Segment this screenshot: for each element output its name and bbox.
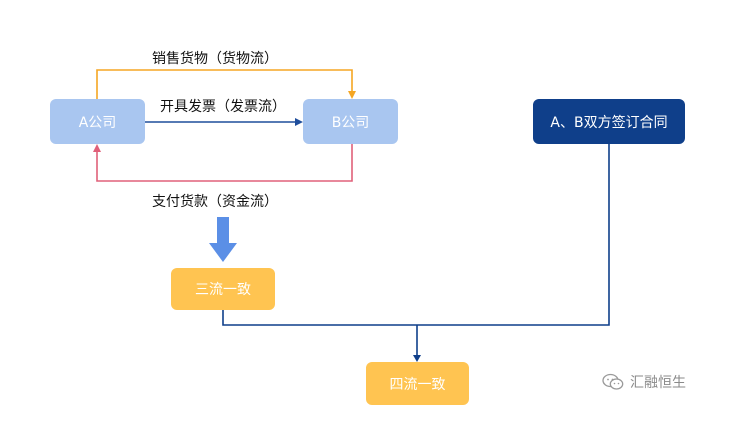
contract-node: A、B双方签订合同 <box>533 99 685 144</box>
goods-flow-arrowhead <box>348 91 356 99</box>
three-flows-node: 三流一致 <box>171 268 275 310</box>
payment-flow-label: 支付货款（资金流） <box>152 194 278 210</box>
payment-flow-arrowhead <box>93 144 101 152</box>
big-arrow-shaft <box>217 217 229 245</box>
goods-flow-line <box>96 69 353 99</box>
company-b-node: B公司 <box>303 99 398 144</box>
watermark: 汇融恒生 <box>602 372 686 392</box>
four-flows-node: 四流一致 <box>366 362 469 405</box>
merge-arrowhead <box>413 355 421 362</box>
company-a-node: A公司 <box>50 99 145 144</box>
goods-flow-label: 销售货物（货物流） <box>152 51 278 67</box>
invoice-flow-label: 开具发票（发票流） <box>160 99 286 115</box>
wechat-icon <box>602 373 624 390</box>
invoice-flow-arrowhead <box>295 118 303 126</box>
three-to-four-line <box>222 144 610 326</box>
watermark-text: 汇融恒生 <box>630 375 686 391</box>
payment-flow-line <box>96 144 353 182</box>
big-arrow-head <box>209 243 237 262</box>
